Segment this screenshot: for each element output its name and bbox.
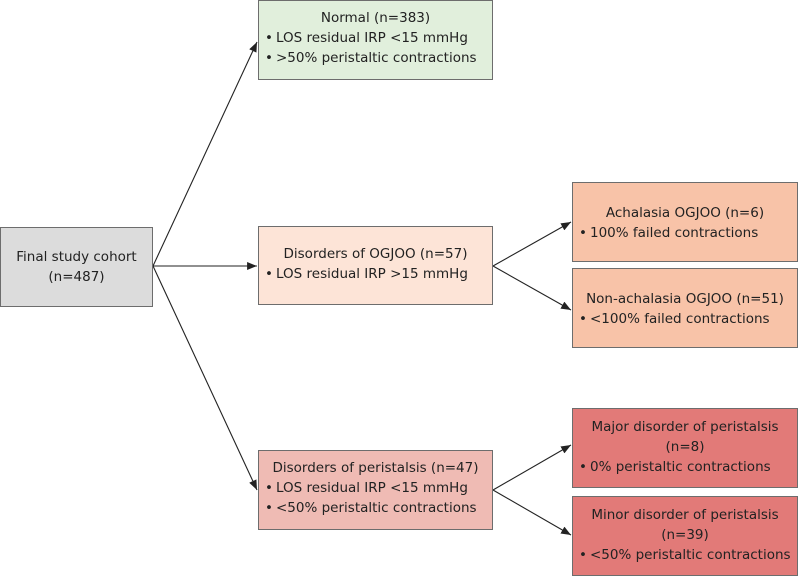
- cohort-box: Final study cohort (n=487): [0, 227, 153, 307]
- arrow-peristalsis-to-minor: [492, 489, 572, 536]
- normal-box: Normal (n=383) LOS residual IRP <15 mmHg…: [258, 0, 493, 80]
- major-disorder-criterion: 0% peristaltic contractions: [579, 457, 791, 477]
- minor-disorder-title: Minor disorder of peristalsis: [591, 507, 779, 523]
- arrow-cohort-to-normal: [152, 41, 258, 267]
- arrow-ogjoo-to-non-achalasia: [492, 265, 572, 311]
- normal-criterion-peristalsis: >50% peristaltic contractions: [265, 48, 486, 68]
- arrow-ogjoo-to-achalasia: [492, 221, 572, 267]
- ogjoo-title: Disorders of OGJOO (n=57): [283, 246, 468, 262]
- peristalsis-title: Disorders of peristalsis (n=47): [272, 460, 479, 476]
- non-achalasia-criterion: <100% failed contractions: [579, 309, 791, 329]
- normal-criterion-irp: LOS residual IRP <15 mmHg: [265, 28, 486, 48]
- achalasia-box: Achalasia OGJOO (n=6) 100% failed contra…: [572, 182, 798, 262]
- minor-disorder-criterion: <50% peristaltic contractions: [579, 545, 791, 565]
- cohort-title: Final study cohort: [16, 249, 137, 265]
- non-achalasia-title: Non-achalasia OGJOO (n=51): [586, 291, 784, 307]
- major-disorder-title: Major disorder of peristalsis: [591, 419, 779, 435]
- ogjoo-box: Disorders of OGJOO (n=57) LOS residual I…: [258, 226, 493, 305]
- achalasia-title: Achalasia OGJOO (n=6): [605, 205, 765, 221]
- minor-disorder-count: (n=39): [661, 527, 709, 543]
- normal-title: Normal (n=383): [320, 10, 431, 26]
- minor-disorder-box: Minor disorder of peristalsis (n=39) <50…: [572, 496, 798, 576]
- cohort-count: (n=487): [48, 269, 105, 285]
- ogjoo-criterion-irp: LOS residual IRP >15 mmHg: [265, 264, 486, 284]
- arrow-peristalsis-to-major: [492, 444, 572, 491]
- peristalsis-box: Disorders of peristalsis (n=47) LOS resi…: [258, 450, 493, 530]
- arrow-cohort-to-peristalsis: [152, 265, 258, 491]
- peristalsis-criterion-irp: LOS residual IRP <15 mmHg: [265, 478, 486, 498]
- major-disorder-count: (n=8): [665, 439, 705, 455]
- peristalsis-criterion-contractions: <50% peristaltic contractions: [265, 498, 486, 518]
- non-achalasia-box: Non-achalasia OGJOO (n=51) <100% failed …: [572, 268, 798, 348]
- achalasia-criterion: 100% failed contractions: [579, 223, 791, 243]
- major-disorder-box: Major disorder of peristalsis (n=8) 0% p…: [572, 408, 798, 488]
